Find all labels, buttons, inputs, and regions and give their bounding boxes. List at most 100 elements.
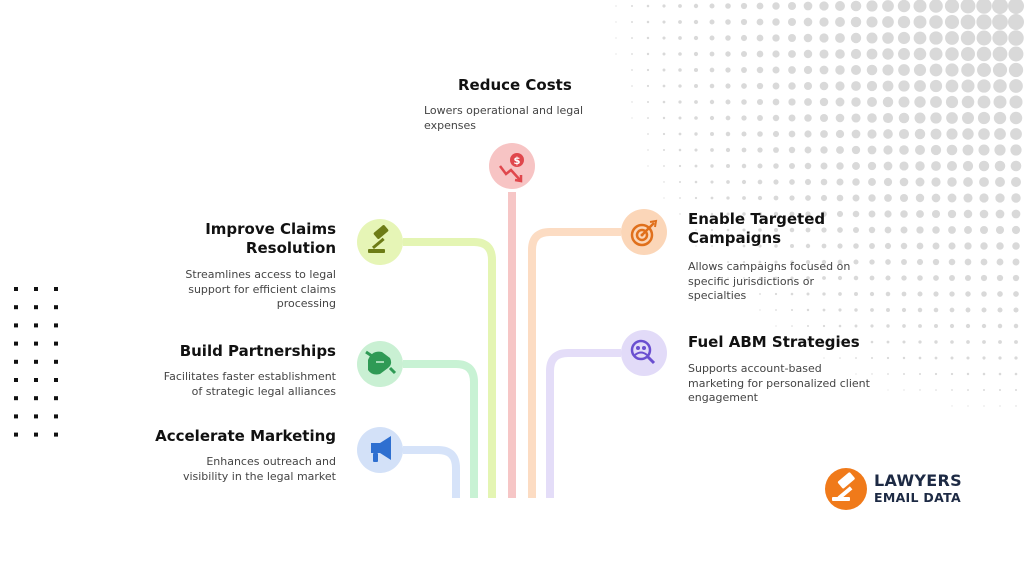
decorative-dot xyxy=(740,2,748,10)
decorative-dot xyxy=(835,1,845,11)
handshake-icon xyxy=(365,350,397,375)
decorative-dot xyxy=(867,113,877,123)
decorative-dot xyxy=(993,111,1007,125)
decorative-dot xyxy=(948,258,956,266)
decorative-dot xyxy=(997,307,1003,313)
decorative-dot xyxy=(962,128,974,140)
dollar-down-icon: $ xyxy=(499,153,524,183)
decorative-dot xyxy=(983,405,985,407)
decorative-dot xyxy=(646,4,650,8)
decorative-dot xyxy=(806,276,810,280)
decorative-dot xyxy=(898,64,910,76)
decorative-dot xyxy=(999,405,1001,407)
fuel-abm-desc-line: engagement xyxy=(688,391,758,404)
improve-claims-desc-line: support for efficient claims xyxy=(188,282,336,296)
decorative-dot xyxy=(726,180,730,184)
decorative-dot xyxy=(978,160,990,172)
decorative-dot xyxy=(758,244,762,248)
decorative-dot xyxy=(821,211,827,217)
decorative-dot xyxy=(996,242,1004,250)
decorative-dot xyxy=(740,34,748,42)
decorative-dot xyxy=(663,197,665,199)
decorative-dot xyxy=(963,177,973,187)
decorative-dot xyxy=(741,131,747,137)
decorative-dot xyxy=(803,33,813,43)
decorative-dot xyxy=(775,309,777,311)
decorative-dot xyxy=(788,114,796,122)
decorative-dot xyxy=(997,291,1003,297)
decorative-dot xyxy=(756,82,764,90)
decorative-dot xyxy=(804,146,812,154)
decorative-dot xyxy=(947,193,957,203)
decorative-dot xyxy=(788,66,796,74)
decorative-dot xyxy=(885,291,891,297)
decorative-dot xyxy=(915,145,925,155)
decorative-dot xyxy=(822,308,826,312)
decorative-dot xyxy=(631,69,633,71)
decorative-dot xyxy=(725,35,731,41)
decorative-dot xyxy=(679,213,681,215)
decorative-dot xyxy=(933,275,939,281)
decorative-dot xyxy=(662,68,666,72)
decorative-dot xyxy=(772,2,780,10)
decorative-dot xyxy=(790,260,794,264)
decorative-dot xyxy=(678,132,682,136)
improve-claims-desc-line: Streamlines access to legal xyxy=(185,268,336,281)
decorative-dot xyxy=(979,225,989,235)
reduce-costs-desc-line: expenses xyxy=(424,118,477,132)
decorative-dot xyxy=(662,20,666,24)
decorative-dot xyxy=(662,84,666,88)
decorative-dot xyxy=(854,308,858,312)
decorative-dot xyxy=(741,99,747,105)
decorative-dot xyxy=(615,37,617,39)
decorative-dot xyxy=(963,193,973,203)
decorative-dot xyxy=(961,63,975,77)
decorative-dot xyxy=(853,275,859,281)
decorative-dot xyxy=(756,66,764,74)
decorative-dot xyxy=(930,112,942,124)
decorative-dot xyxy=(992,46,1008,62)
accelerate-marketing-desc-line: Enhances outreach and xyxy=(206,455,336,468)
decorative-dot xyxy=(929,31,943,45)
decorative-dot xyxy=(693,51,699,57)
decorative-dot xyxy=(898,112,910,124)
decorative-dot xyxy=(788,50,796,58)
connector-improve-claims xyxy=(403,238,496,498)
decorative-dot xyxy=(806,292,810,296)
enable-targeted-desc: Allows campaigns focused on specific jur… xyxy=(688,260,898,304)
decorative-dot xyxy=(631,5,633,7)
node-accelerate-marketing xyxy=(357,427,403,473)
decorative-dot xyxy=(756,34,764,42)
decorative-dot xyxy=(788,162,796,170)
decorative-dot xyxy=(742,212,746,216)
decorative-dot xyxy=(882,48,894,60)
decorative-dot xyxy=(903,389,905,391)
decorative-dot xyxy=(886,356,890,360)
decorative-dot xyxy=(967,405,969,407)
decorative-dot xyxy=(804,98,812,106)
decorative-dot xyxy=(804,114,812,122)
decorative-dot xyxy=(945,63,959,77)
decorative-dot xyxy=(14,432,18,437)
decorative-dot xyxy=(948,242,956,250)
decorative-dot xyxy=(838,308,842,312)
decorative-dot xyxy=(709,83,715,89)
decorative-dot xyxy=(54,396,58,401)
decorative-dot xyxy=(823,357,825,359)
decorative-dot xyxy=(791,325,793,327)
decorative-dot xyxy=(34,341,38,346)
decorative-dot xyxy=(662,132,666,136)
decorative-dot xyxy=(1011,177,1021,187)
improve-claims-desc: Streamlines access to legal support for … xyxy=(116,268,336,312)
decorative-dot xyxy=(850,32,862,44)
decorative-dot xyxy=(949,275,955,281)
decorative-dot xyxy=(662,52,666,56)
decorative-dot xyxy=(788,146,796,154)
decorative-dot xyxy=(915,161,925,171)
decorative-dot xyxy=(678,84,682,88)
decorative-dot xyxy=(948,226,956,234)
decorative-dot xyxy=(54,359,58,364)
decorative-dot xyxy=(791,341,793,343)
enable-targeted-desc-line: specific jurisdictions or xyxy=(688,274,815,288)
fuel-abm-desc-line: Supports account-based xyxy=(688,362,822,375)
